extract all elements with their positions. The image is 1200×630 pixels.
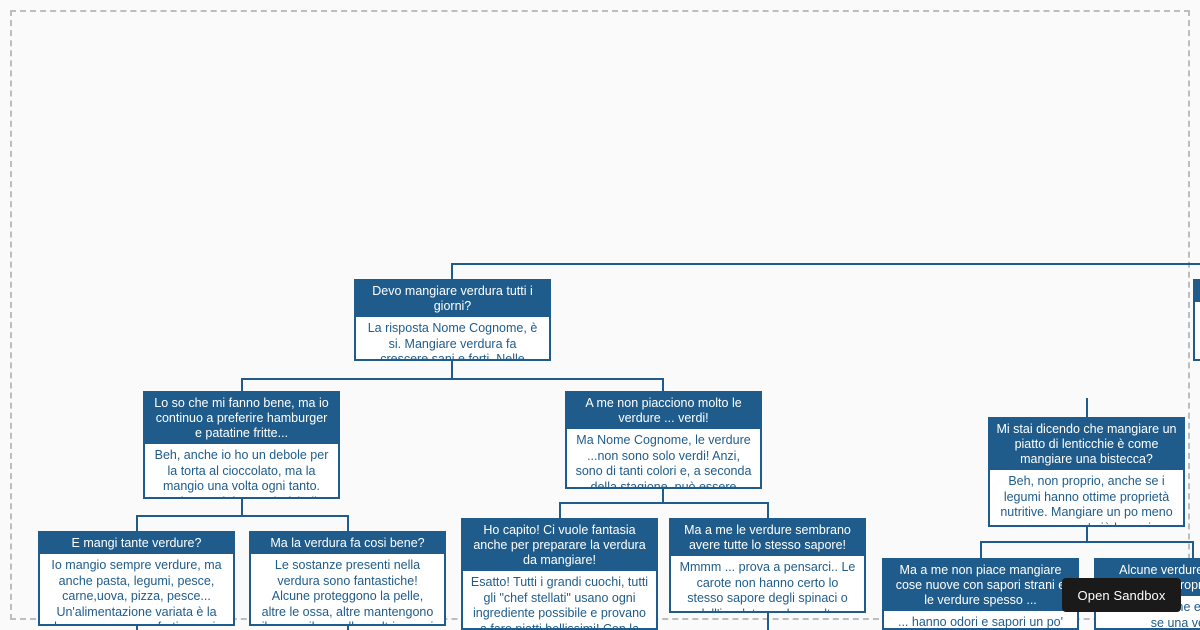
node-root-body: La risposta Nome Cognome, è si. Mangiare… [367, 321, 538, 361]
node-mid1b-body: Mmmm ... prova a pensarci.. Le carote no… [679, 560, 856, 611]
node-left1-title: Lo so che mi fanno bene, ma io continuo … [145, 393, 338, 444]
connector-mid1a-stem [559, 502, 561, 518]
connector-left1a-stem [136, 515, 138, 532]
connector-left1b-stem [347, 515, 349, 532]
node-mid1-body: Ma Nome Cognome, le verdure ...non sono … [575, 433, 752, 489]
node-mid1a[interactable]: Ho capito! Ci vuole fantasia anche per p… [461, 518, 658, 630]
connector-mid1b-stem-down [767, 613, 769, 630]
connector-top-bus [451, 263, 1200, 265]
node-right1-body: Beh, non proprio, anche se i legumi hann… [1000, 474, 1173, 525]
node-left1-body: Beh, anche io ho un debole per la torta … [154, 448, 329, 497]
connector-mid1-stem-down [662, 489, 664, 502]
node-mid1a-title: Ho capito! Ci vuole fantasia anche per p… [463, 520, 656, 571]
node-mid1b-title: Ma a me le verdure sembrano avere tutte … [671, 520, 864, 556]
connector-root-stem-down [451, 361, 453, 378]
connector-left1-stem [241, 378, 243, 392]
node-faredge-body [1195, 302, 1200, 306]
node-left1a-body: Io mangio sempre verdure, ma anche pasta… [51, 558, 222, 624]
node-left1b-title: Ma la verdura fa cosi bene? [251, 533, 444, 554]
node-right1a[interactable]: Ma a me non piace mangiare cose nuove co… [882, 558, 1079, 630]
node-right1a-title: Ma a me non piace mangiare cose nuove co… [884, 560, 1077, 611]
node-left1b-body: Le sostanze presenti nella verdura sono … [261, 558, 434, 624]
node-faredge[interactable]: M [1193, 279, 1200, 361]
connector-mid1-stem [662, 378, 664, 392]
node-root-title: Devo mangiare verdura tutti i giorni? [356, 281, 549, 317]
connector-right1-children-bus [980, 541, 1193, 543]
node-left1a-title: E mangi tante verdure? [40, 533, 233, 554]
node-left1b[interactable]: Ma la verdura fa cosi bene? Le sostanze … [249, 531, 446, 626]
connector-left1-stem-down [241, 499, 243, 515]
connector-root-children-bus [241, 378, 663, 380]
open-sandbox-button[interactable]: Open Sandbox [1062, 578, 1181, 612]
connector-mid1b-stem [767, 502, 769, 518]
node-left1a[interactable]: E mangi tante verdure? Io mangio sempre … [38, 531, 235, 626]
connector-right1-stem-down [1086, 527, 1088, 541]
node-right1[interactable]: Mi stai dicendo che mangiare un piatto d… [988, 417, 1185, 527]
connector-left1-children-bus [136, 515, 348, 517]
connector-right1b-stem [1192, 541, 1194, 558]
connector-mid1-children-bus [559, 502, 767, 504]
node-faredge-title: M [1195, 281, 1200, 302]
connector-root-stem-up [451, 263, 453, 281]
node-right1-title: Mi stai dicendo che mangiare un piatto d… [990, 419, 1183, 470]
open-sandbox-label: Open Sandbox [1077, 587, 1166, 603]
node-mid1[interactable]: A me non piacciono molto le verdure ... … [565, 391, 762, 489]
node-mid1b[interactable]: Ma a me le verdure sembrano avere tutte … [669, 518, 866, 613]
node-mid1-title: A me non piacciono molto le verdure ... … [567, 393, 760, 429]
connector-left1a-stem-down [136, 626, 138, 630]
node-root[interactable]: Devo mangiare verdura tutti i giorni? La… [354, 279, 551, 361]
node-left1[interactable]: Lo so che mi fanno bene, ma io continuo … [143, 391, 340, 499]
node-mid1a-body: Esatto! Tutti i grandi cuochi, tutti gli… [470, 575, 649, 630]
connector-left1b-stem-down [347, 626, 349, 630]
connector-right1-stem-up [1086, 398, 1088, 417]
connector-right1a-stem [980, 541, 982, 558]
node-right1a-body: ... hanno odori e sapori un po' particol… [897, 615, 1063, 629]
